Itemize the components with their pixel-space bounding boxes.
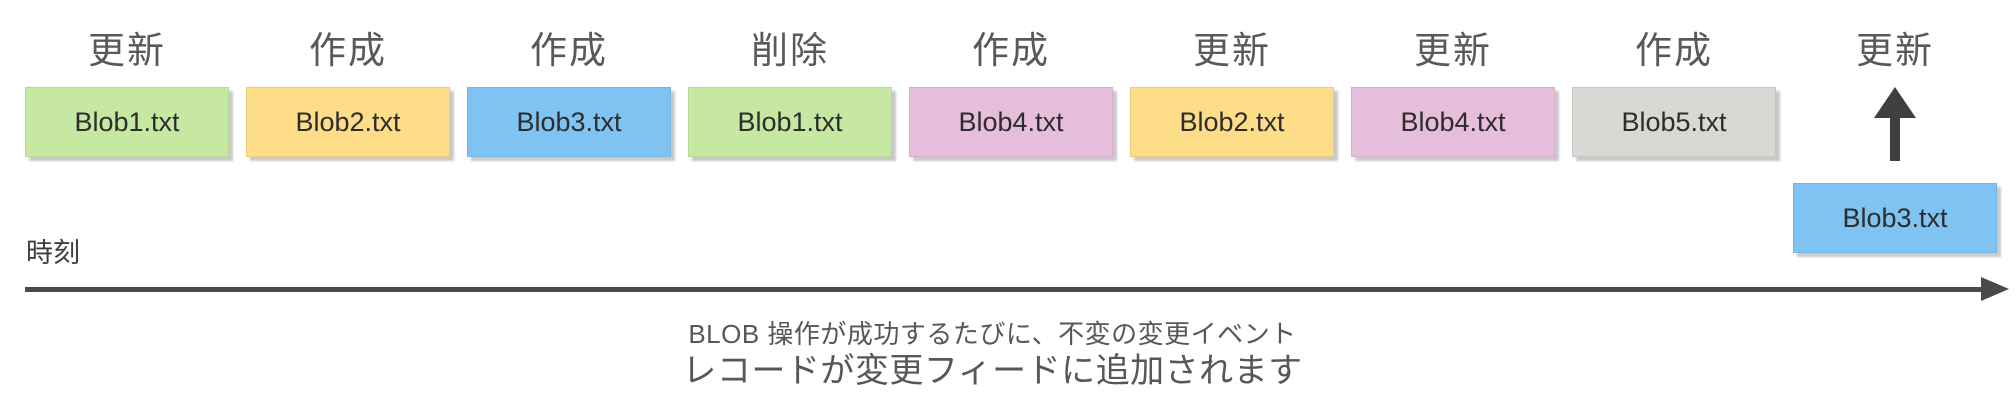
event-column-8: 作成 Blob5.txt <box>1572 0 1776 401</box>
blob-box: Blob1.txt <box>25 87 229 157</box>
operation-label: 更新 <box>1193 30 1271 71</box>
operation-label: 作成 <box>1635 30 1713 71</box>
operation-label: 作成 <box>309 30 387 71</box>
blob-file-name: Blob3.txt <box>516 106 622 137</box>
event-column-9: 更新 Blob3.txt <box>1793 0 1997 401</box>
up-arrow-shaft <box>1890 116 1900 161</box>
timeline-arrow <box>25 287 1983 292</box>
blob-box: Blob4.txt <box>1351 87 1555 157</box>
up-arrow-icon <box>1874 87 1916 118</box>
blob-file-name: Blob3.txt <box>1842 202 1948 233</box>
caption-line-2: レコードが変更フィードに追加されます <box>682 352 1303 390</box>
timeline-axis-label: 時刻 <box>26 238 80 268</box>
event-column-3: 作成 Blob3.txt <box>467 0 671 401</box>
blob-box: Blob5.txt <box>1572 87 1776 157</box>
operation-label: 削除 <box>751 30 829 71</box>
caption-line-1: BLOB 操作が成功するたびに、不変の変更イベント <box>688 319 1297 349</box>
operation-label: 更新 <box>88 30 166 71</box>
operation-label: 作成 <box>530 30 608 71</box>
blob-file-name: Blob1.txt <box>74 106 180 137</box>
event-column-1: 更新 Blob1.txt <box>25 0 229 401</box>
operation-label: 更新 <box>1414 30 1492 71</box>
blob-box: Blob1.txt <box>688 87 892 157</box>
blob-file-name: Blob1.txt <box>737 106 843 137</box>
blob-file-name: Blob4.txt <box>1400 106 1506 137</box>
blob-box: Blob3.txt <box>1793 183 1997 253</box>
blob-file-name: Blob2.txt <box>295 106 401 137</box>
blob-box: Blob3.txt <box>467 87 671 157</box>
event-column-2: 作成 Blob2.txt <box>246 0 450 401</box>
blob-box: Blob2.txt <box>246 87 450 157</box>
event-column-5: 作成 Blob4.txt <box>909 0 1113 401</box>
blob-file-name: Blob5.txt <box>1621 106 1727 137</box>
diagram-caption: BLOB 操作が成功するたびに、不変の変更イベント レコードが変更フィードに追加… <box>0 318 1985 391</box>
operation-label: 作成 <box>972 30 1050 71</box>
blob-file-name: Blob4.txt <box>958 106 1064 137</box>
operation-label: 更新 <box>1856 30 1934 71</box>
timeline-arrowhead-icon <box>1981 277 2009 301</box>
event-column-7: 更新 Blob4.txt <box>1351 0 1555 401</box>
blob-box: Blob2.txt <box>1130 87 1334 157</box>
event-column-4: 削除 Blob1.txt <box>688 0 892 401</box>
blob-file-name: Blob2.txt <box>1179 106 1285 137</box>
event-column-6: 更新 Blob2.txt <box>1130 0 1334 401</box>
blob-box: Blob4.txt <box>909 87 1113 157</box>
